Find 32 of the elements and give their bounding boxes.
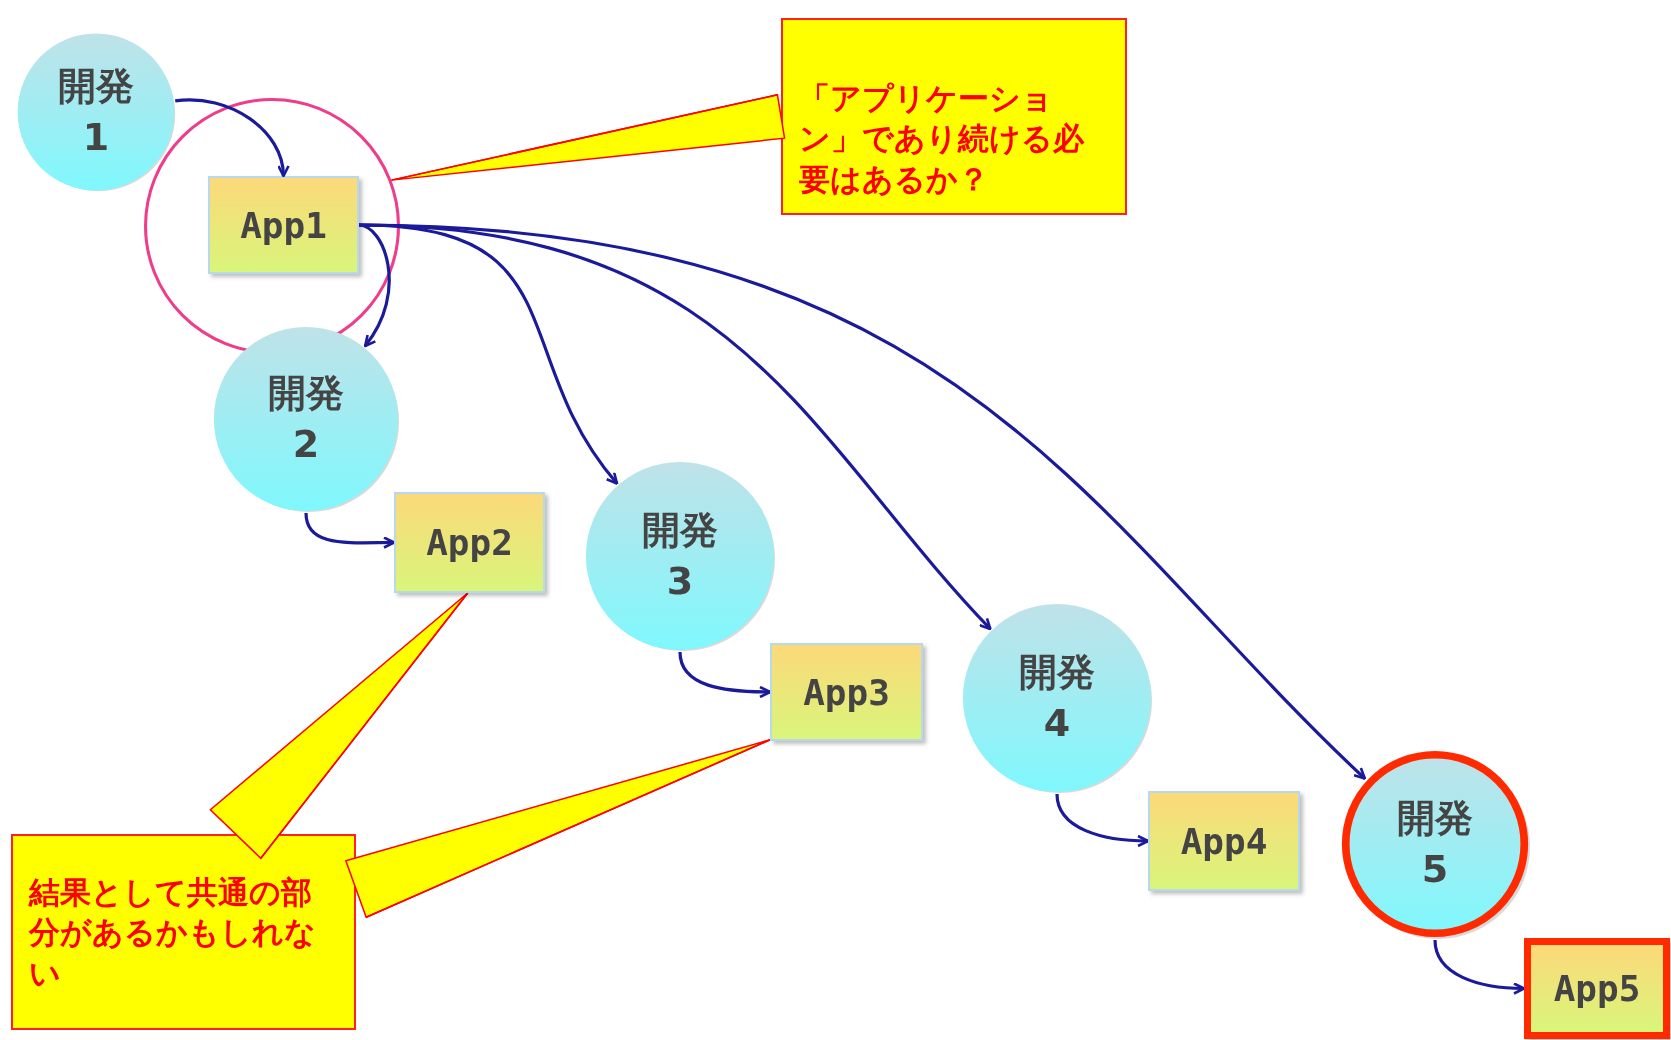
arrow [678, 651, 772, 699]
app-box [1524, 938, 1670, 1039]
process-circle [584, 460, 776, 652]
node-label: App1 [240, 204, 327, 246]
process-circle [1339, 748, 1531, 940]
node-label: App4 [1180, 820, 1268, 862]
node-label: 開発1 [57, 62, 135, 161]
process-circle [212, 325, 400, 513]
app-box [208, 176, 359, 274]
node-label: 開発5 [1396, 794, 1474, 893]
arrow [358, 223, 1367, 780]
process-circle [16, 32, 176, 192]
app-box [394, 492, 545, 593]
callout-text: 「アプリケーション」であり続ける必要はあるか？ [799, 79, 1086, 199]
arrow [1433, 939, 1526, 995]
node-label: 開発4 [1018, 648, 1096, 747]
app-box [1148, 791, 1300, 891]
process-circle [961, 602, 1153, 794]
node-label: 開発2 [267, 369, 345, 468]
arrow [175, 98, 289, 178]
node-label: 開発3 [641, 506, 719, 605]
node-label: App5 [1553, 968, 1641, 1009]
callout-box [11, 834, 356, 1030]
highlight-circle [144, 98, 400, 354]
arrow [304, 512, 396, 549]
node-label: App2 [426, 522, 513, 563]
callout-text: 結果として共通の部分があるかもしれない [29, 873, 317, 993]
arrow [1055, 793, 1150, 848]
node-label: App3 [803, 671, 890, 713]
callout-box [781, 18, 1127, 215]
app-box [770, 643, 923, 741]
leader-line [260, 592, 469, 860]
